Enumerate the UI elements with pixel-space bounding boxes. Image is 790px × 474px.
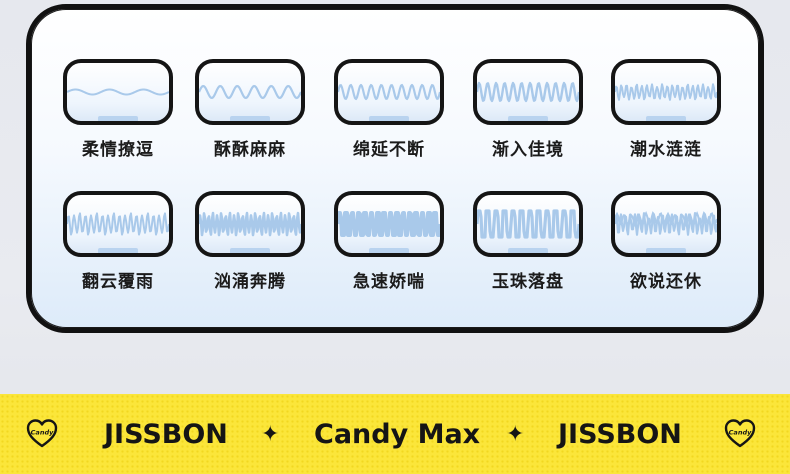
chip-bar	[369, 116, 409, 121]
candy-heart-badge: Candy	[26, 394, 58, 474]
wave-icon	[338, 211, 440, 237]
waveform-chip	[473, 59, 583, 125]
wave-icon	[615, 83, 717, 101]
waveform-chip	[473, 191, 583, 257]
chip-bar	[230, 116, 270, 121]
wave-line	[67, 212, 169, 236]
waveform-chip	[611, 191, 721, 257]
waveform-chip	[611, 59, 721, 125]
svg-text:Candy: Candy	[729, 429, 752, 437]
mode-1[interactable]: 柔情撩逗	[61, 59, 175, 177]
wave-icon	[199, 211, 301, 237]
wave-line	[615, 83, 717, 101]
mode-6[interactable]: 翻云覆雨	[61, 191, 175, 309]
mode-label: 玉珠落盘	[492, 272, 564, 292]
mode-label: 渐入佳境	[492, 140, 564, 160]
waveform-chip	[63, 191, 173, 257]
mode-9[interactable]: 玉珠落盘	[471, 191, 585, 309]
wave-line	[615, 211, 717, 228]
sparkle-icon: ✦	[506, 421, 525, 447]
brand-name-right: JISSBON	[558, 418, 682, 450]
waveform-chip	[63, 59, 173, 125]
waveform-chip	[195, 59, 305, 125]
wave-line	[67, 88, 169, 96]
mode-3[interactable]: 绵延不断	[332, 59, 446, 177]
wave-line	[615, 212, 717, 236]
wave-line	[338, 211, 440, 237]
waveform-chip	[334, 59, 444, 125]
mode-label: 翻云覆雨	[82, 272, 154, 292]
brand-strip: Candy JISSBON ✦ Candy Max ✦ JISSBON Cand…	[0, 394, 790, 474]
mode-label: 急速娇喘	[353, 272, 425, 292]
vibration-modes-panel: 柔情撩逗 酥酥麻麻 绵延不断 渐入佳境	[26, 4, 764, 333]
wave-line	[199, 84, 301, 100]
heart-logo-icon: Candy	[26, 419, 58, 448]
waveform-chip	[334, 191, 444, 257]
chip-bar	[508, 116, 548, 121]
mode-label: 绵延不断	[353, 140, 425, 160]
heart-logo-icon: Candy	[724, 419, 756, 448]
mode-label: 汹涌奔腾	[214, 272, 286, 292]
chip-bar	[98, 248, 138, 253]
wave-icon	[199, 84, 301, 100]
brand-name-left: JISSBON	[104, 418, 228, 450]
wave-icon	[477, 81, 579, 103]
sparkle-icon: ✦	[261, 421, 280, 447]
chip-bar	[646, 248, 686, 253]
wave-line	[477, 81, 579, 103]
mode-label: 欲说还休	[630, 272, 702, 292]
waveform-chip	[195, 191, 305, 257]
candy-heart-badge: Candy	[724, 394, 756, 474]
wave-line	[199, 211, 301, 237]
mode-5[interactable]: 潮水涟涟	[609, 59, 723, 177]
mode-10[interactable]: 欲说还休	[609, 191, 723, 309]
mode-8[interactable]: 急速娇喘	[332, 191, 446, 309]
chip-bar	[508, 248, 548, 253]
chip-bar	[98, 116, 138, 121]
wave-icon	[477, 209, 579, 239]
wave-icon	[67, 88, 169, 96]
mode-2[interactable]: 酥酥麻麻	[193, 59, 307, 177]
mode-label: 潮水涟涟	[630, 140, 702, 160]
wave-icon	[67, 212, 169, 236]
brand-name-center: Candy Max	[314, 418, 481, 450]
chip-bar	[646, 116, 686, 121]
wave-line	[338, 83, 440, 101]
wave-icon	[338, 83, 440, 101]
mode-grid: 柔情撩逗 酥酥麻麻 绵延不断 渐入佳境	[31, 9, 759, 328]
wave-line	[477, 209, 579, 239]
chip-bar	[230, 248, 270, 253]
wave-icon	[615, 211, 717, 236]
mode-4[interactable]: 渐入佳境	[471, 59, 585, 177]
chip-bar	[369, 248, 409, 253]
svg-text:Candy: Candy	[31, 429, 54, 437]
mode-7[interactable]: 汹涌奔腾	[193, 191, 307, 309]
mode-label: 柔情撩逗	[82, 140, 154, 160]
mode-label: 酥酥麻麻	[214, 140, 286, 160]
